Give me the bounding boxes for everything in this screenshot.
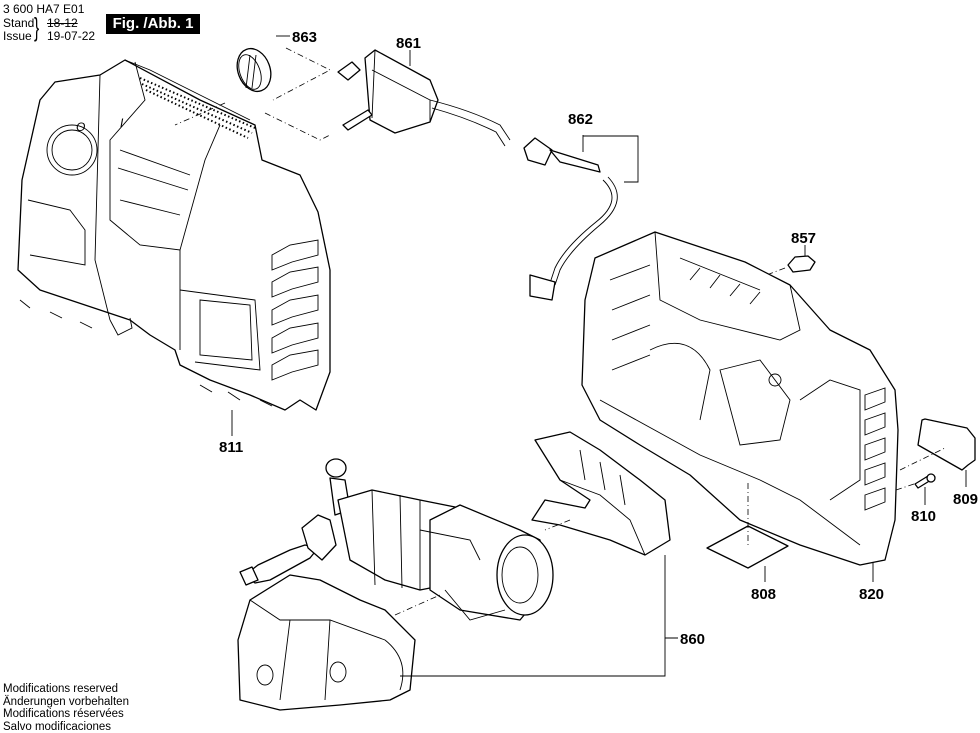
label-809: 809 bbox=[953, 491, 978, 508]
part-860-motor-pump-unit[interactable] bbox=[238, 432, 670, 710]
footer-notes: Modifications reserved Änderungen vorbeh… bbox=[3, 683, 129, 733]
switch-mark-o: O bbox=[76, 120, 85, 134]
label-863: 863 bbox=[292, 29, 317, 46]
label-808: 808 bbox=[751, 586, 776, 603]
part-811-front-housing[interactable]: I O bbox=[18, 60, 330, 410]
label-861: 861 bbox=[396, 35, 421, 52]
footer-line-en: Modifications reserved bbox=[3, 683, 129, 696]
label-857: 857 bbox=[791, 230, 816, 247]
part-861-switch-module[interactable] bbox=[338, 50, 510, 146]
part-809-label-plate[interactable] bbox=[918, 419, 975, 470]
part-810-screw[interactable] bbox=[915, 474, 935, 488]
label-810: 810 bbox=[911, 508, 936, 525]
footer-line-de: Änderungen vorbehalten bbox=[3, 696, 129, 709]
label-860: 860 bbox=[680, 631, 705, 648]
label-820: 820 bbox=[859, 586, 884, 603]
part-857-cap[interactable] bbox=[788, 256, 815, 272]
label-811: 811 bbox=[219, 439, 243, 456]
label-862: 862 bbox=[568, 111, 593, 128]
part-863-switch-knob[interactable] bbox=[231, 44, 276, 96]
footer-line-es: Salvo modificaciones bbox=[3, 721, 129, 733]
footer-line-fr: Modifications réservées bbox=[3, 708, 129, 721]
